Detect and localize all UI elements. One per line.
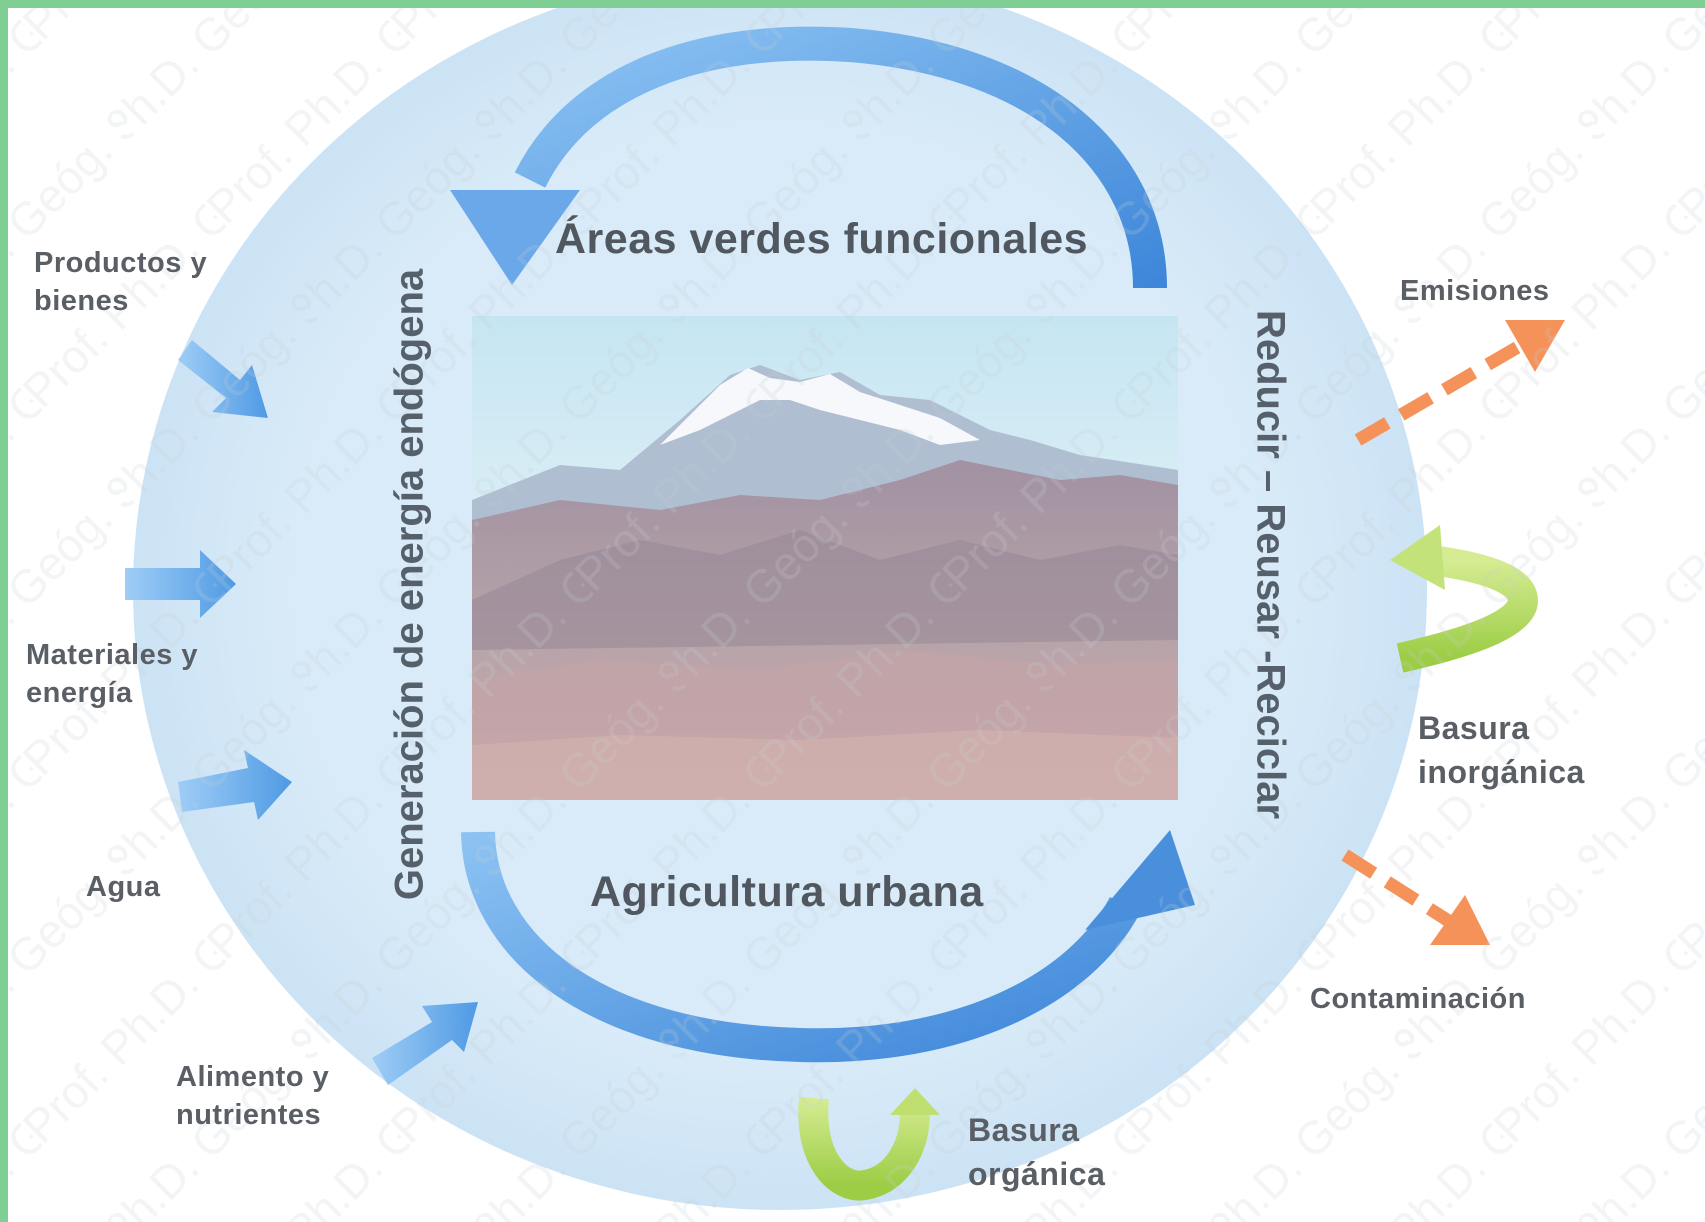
label-products: Productos y bienes [34, 247, 208, 317]
label-materials: Materiales y energía [26, 639, 199, 709]
left-vertical-label: Generación de energía endógena [387, 268, 432, 901]
label-water: Agua [86, 871, 161, 903]
label-pollution: Contaminación [1310, 983, 1526, 1015]
label-organic: Basura orgánica [968, 1112, 1106, 1192]
top-label: Áreas verdes funcionales [555, 215, 1089, 263]
bottom-label: Agricultura urbana [590, 868, 984, 916]
label-food: Alimento y nutrientes [176, 1061, 330, 1131]
label-inorganic: Basura inorgánica [1418, 710, 1585, 790]
right-vertical-label: Reducir – Reusar -Reciclar [1248, 309, 1293, 820]
label-emissions: Emisiones [1400, 275, 1550, 307]
